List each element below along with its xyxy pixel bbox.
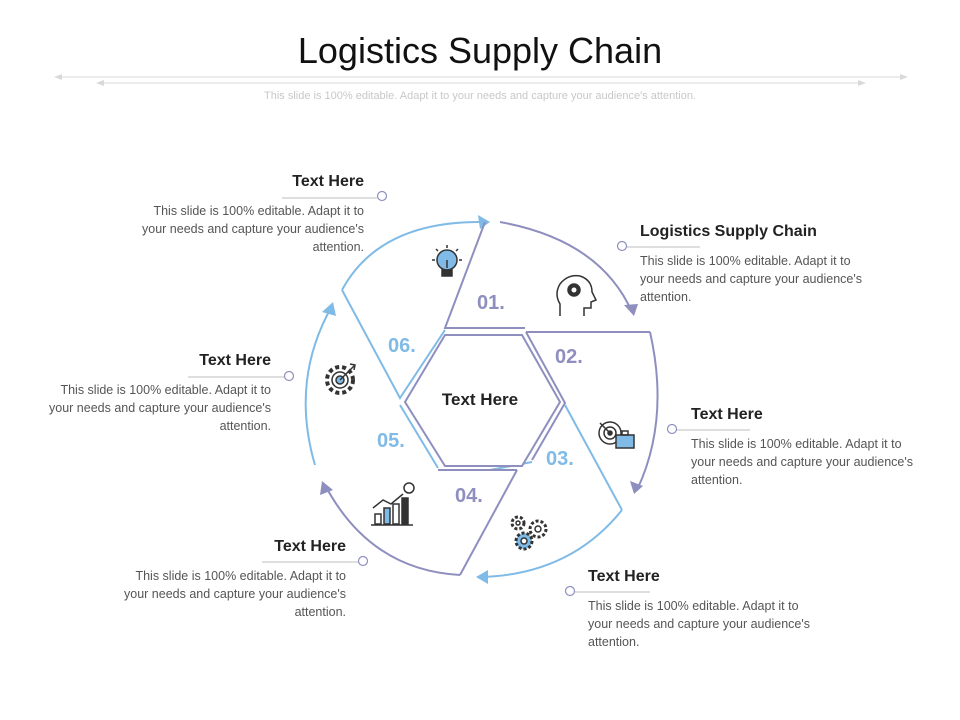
connector-dot-5	[283, 370, 295, 382]
step-04-heading: Text Here	[274, 538, 346, 555]
arrowhead-2	[624, 304, 638, 316]
step-04-text: This slide is 100% editable. Adapt it to…	[124, 569, 346, 619]
gear-target-icon	[325, 363, 356, 395]
center-label: Text Here	[441, 390, 519, 409]
connector-dot-1	[616, 240, 628, 252]
arc-segment-2	[636, 331, 659, 491]
step-05-label: Text Here This slide is 100% editable. A…	[46, 351, 271, 435]
step-03-text: This slide is 100% editable. Adapt it to…	[588, 599, 810, 649]
step-number-03: 03.	[546, 448, 574, 470]
step-03-label: Text Here This slide is 100% editable. A…	[588, 567, 813, 651]
center-hexagon	[403, 334, 562, 467]
arrowhead-5	[320, 481, 333, 495]
growth-chart-icon	[371, 482, 415, 526]
step-05-heading: Text Here	[199, 352, 271, 369]
connector-dot-4	[357, 555, 369, 567]
arrowhead-6	[322, 302, 336, 316]
step-01-label: Logistics Supply Chain This slide is 100…	[640, 222, 865, 306]
step-06-label: Text Here This slide is 100% editable. A…	[140, 172, 364, 256]
arc-segment-4	[324, 484, 461, 576]
step-06-heading: Text Here	[292, 173, 364, 190]
step-number-05: 05.	[377, 430, 405, 452]
step-number-04: 04.	[455, 485, 483, 507]
gears-icon	[510, 515, 548, 551]
step-06-text: This slide is 100% editable. Adapt it to…	[142, 204, 364, 254]
arrowhead-3	[630, 481, 643, 494]
step-03-heading: Text Here	[588, 568, 660, 585]
step-02-text: This slide is 100% editable. Adapt it to…	[691, 437, 913, 487]
connector-dot-2	[666, 423, 678, 435]
step-number-01: 01.	[477, 292, 505, 314]
step-04-label: Text Here This slide is 100% editable. A…	[120, 537, 346, 621]
step-05-text: This slide is 100% editable. Adapt it to…	[49, 383, 271, 433]
head-gear-icon	[556, 274, 598, 316]
connector-dot-3	[564, 585, 576, 597]
arc-segment-5	[304, 305, 333, 466]
lightbulb-icon	[432, 245, 462, 277]
step-number-06: 06.	[388, 335, 416, 357]
arc-segment-3	[479, 509, 623, 578]
step-01-heading: Logistics Supply Chain	[640, 223, 817, 240]
step-01-text: This slide is 100% editable. Adapt it to…	[640, 254, 862, 304]
slide-title: Logistics Supply Chain	[297, 30, 663, 71]
arc-segment-6	[341, 220, 486, 291]
arrowhead-4	[476, 570, 488, 584]
slide-subtitle: This slide is 100% editable. Adapt it to…	[264, 90, 696, 102]
connector-dot-6	[376, 190, 388, 202]
step-02-heading: Text Here	[691, 406, 763, 423]
step-02-label: Text Here This slide is 100% editable. A…	[691, 405, 916, 489]
step-number-02: 02.	[555, 346, 583, 368]
target-briefcase-icon	[598, 421, 635, 449]
arc-segment-1	[499, 221, 633, 313]
title-divider	[54, 74, 908, 86]
